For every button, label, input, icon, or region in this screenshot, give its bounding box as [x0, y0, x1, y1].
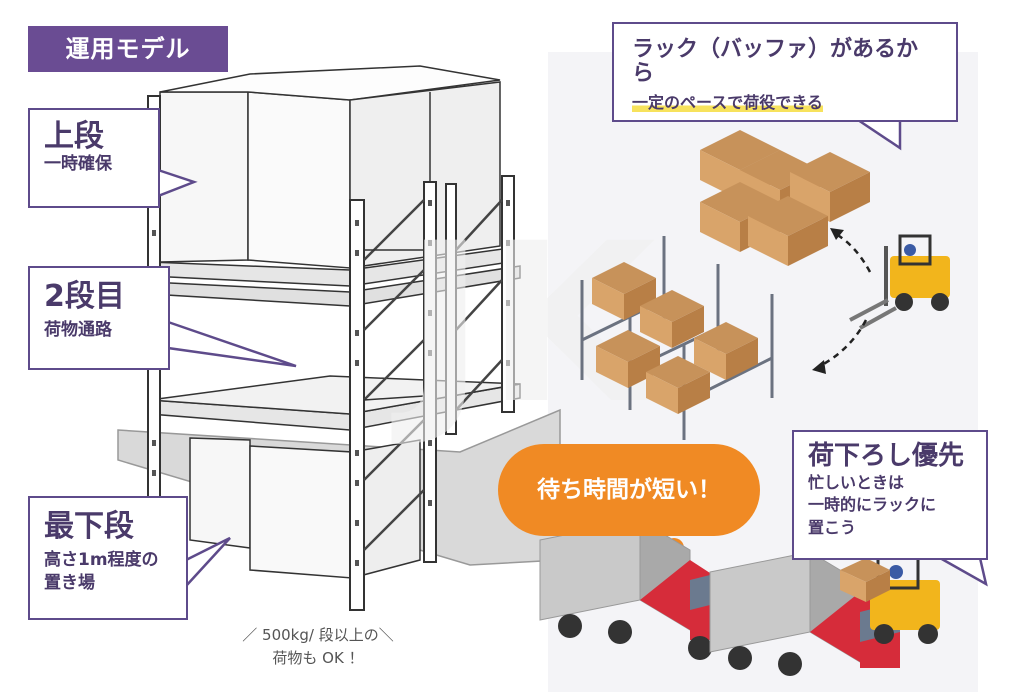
callout-bottom-level: 最下段 高さ1m程度の 置き場 — [28, 496, 188, 620]
callout-second-level: 2段目 荷物通路 — [28, 266, 170, 370]
bottom-box-2 — [249, 445, 353, 579]
forklift-lower — [840, 552, 940, 644]
top-box-front-2 — [247, 91, 351, 269]
callout-rack-tail — [853, 118, 902, 151]
callout-rack-line2: 一定のペースで荷役できる — [632, 93, 823, 113]
callout-bottom-heading: 最下段 — [44, 509, 134, 544]
top-box-top — [159, 65, 501, 101]
rack-illustration — [117, 65, 561, 611]
callout-bottom-line1: 高さ1m程度の — [44, 550, 159, 570]
floor-pallet-cluster — [700, 130, 870, 266]
callout-rack-buffer: ラック（バッファ）があるから 一定のペースで荷役できる — [612, 22, 958, 122]
watermark-logo: JK — [391, 196, 664, 452]
forklift-upper — [849, 234, 950, 330]
callout-bottom-line2: 置き場 — [44, 572, 95, 593]
callout-bottom-tail — [184, 536, 231, 590]
callout-unload-line2: 一時的にラックに — [808, 495, 937, 515]
callout-unload-line3: 置こう — [808, 518, 857, 538]
rack-boxes — [592, 262, 758, 414]
load-capacity-line2: 荷物も OK ！ — [272, 648, 364, 667]
callout-upper-level: 上段 一時確保 — [28, 108, 160, 208]
bottom-box-1 — [189, 437, 251, 549]
callout-rack-line1: ラック（バッファ）があるから — [632, 37, 919, 87]
cross-braces — [363, 199, 503, 551]
callout-second-sub: 荷物通路 — [44, 320, 112, 340]
callout-upper-sub: 一時確保 — [44, 154, 112, 174]
arrow-head-up — [830, 228, 844, 240]
load-capacity-note: ／ 500kg/ 段以上の＼ 荷物も OK ！ — [218, 624, 418, 669]
movement-arrows — [819, 232, 872, 368]
callout-upper-heading: 上段 — [44, 119, 104, 154]
callout-second-heading: 2段目 — [44, 279, 125, 314]
callout-unload-priority: 荷下ろし優先 忙しいときは 一時的にラックに 置こう — [792, 430, 988, 560]
load-capacity-line1: ／ 500kg/ 段以上の＼ — [242, 626, 394, 644]
truck-left — [539, 519, 730, 660]
waiting-time-bubble: 待ち時間が短い！ — [498, 444, 760, 536]
callout-unload-line1: 忙しいときは — [808, 472, 905, 492]
callout-second-tail — [166, 320, 297, 368]
callout-unload-tail — [935, 556, 988, 587]
callout-unload-heading: 荷下ろし優先 — [808, 441, 965, 471]
section-title-badge: 運用モデル — [28, 26, 228, 72]
arrow-head-down — [812, 360, 826, 374]
